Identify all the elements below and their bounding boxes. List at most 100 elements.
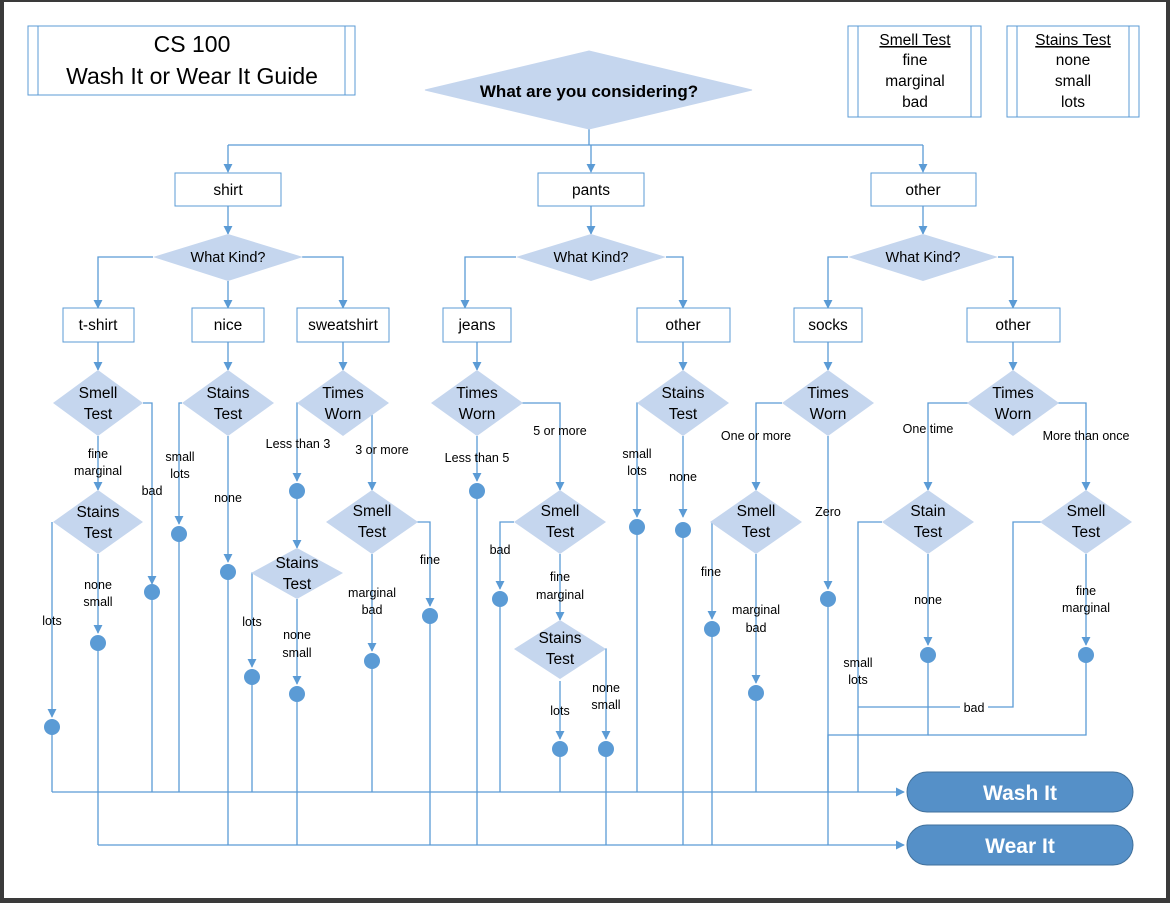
edge-label: lots	[627, 464, 646, 478]
edge-label: fine	[88, 447, 108, 461]
edge-label: none	[283, 628, 311, 642]
edge-label: bad	[362, 603, 383, 617]
edge-label: small	[165, 450, 194, 464]
svg-text:Worn: Worn	[325, 406, 362, 423]
legend-smell-item: marginal	[885, 73, 944, 90]
kind-other-other: other	[966, 307, 1061, 343]
edge-label: small	[83, 595, 112, 609]
svg-text:nice: nice	[214, 317, 242, 334]
other-other-times-worn: Times Worn	[967, 370, 1059, 436]
edge-label: marginal	[732, 603, 780, 617]
decision-dot	[1078, 647, 1094, 663]
decision-dot	[244, 669, 260, 685]
svg-text:Stain: Stain	[910, 503, 945, 520]
decision-dot	[469, 483, 485, 499]
other-stain-test: Stain Test	[882, 490, 974, 554]
kind-pants-other: other	[636, 307, 731, 343]
svg-text:shirt: shirt	[213, 182, 243, 199]
svg-text:Test: Test	[358, 524, 387, 541]
edge-label: none	[592, 681, 620, 695]
edge-label: bad	[746, 621, 767, 635]
decision-dot	[90, 635, 106, 651]
kind-nice: nice	[191, 307, 265, 343]
edge-label: marginal	[348, 586, 396, 600]
socks-smell-test: Smell Test	[710, 490, 802, 554]
legend-stains-item: small	[1055, 73, 1091, 90]
kind-t-shirt: t-shirt	[62, 307, 135, 343]
svg-text:Smell: Smell	[737, 503, 776, 520]
decision-dot	[598, 741, 614, 757]
decision-dot	[171, 526, 187, 542]
edge-label: marginal	[536, 588, 584, 602]
t-shirt-smell-test: Smell Test	[53, 370, 143, 436]
what-kind-shirt: What Kind?	[153, 234, 303, 281]
edge-label: bad	[490, 543, 511, 557]
edge-label: lots	[550, 704, 569, 718]
legend-stains-test: Stains Test none small lots	[1006, 25, 1140, 118]
decision-dot	[220, 564, 236, 580]
svg-text:Stains: Stains	[275, 555, 318, 572]
jeans-times-worn: Times Worn	[431, 370, 523, 436]
title-line-1: CS 100	[154, 31, 231, 57]
svg-text:Stains: Stains	[538, 630, 581, 647]
edge-label: none	[84, 578, 112, 592]
svg-text:Stains: Stains	[206, 385, 249, 402]
edge-label: More than once	[1043, 429, 1130, 443]
svg-text:other: other	[665, 317, 700, 334]
flowchart-page: CS 100 Wash It or Wear It Guide Smell Te…	[4, 2, 1166, 898]
decision-dot	[289, 686, 305, 702]
svg-text:Test: Test	[84, 406, 113, 423]
svg-text:other: other	[905, 182, 940, 199]
svg-text:Test: Test	[1072, 524, 1101, 541]
edge-label: fine	[701, 565, 721, 579]
svg-text:Times: Times	[807, 385, 849, 402]
svg-text:Smell: Smell	[541, 503, 580, 520]
svg-text:t-shirt: t-shirt	[79, 317, 118, 334]
kind-sweatshirt: sweatshirt	[296, 307, 390, 343]
svg-text:Times: Times	[322, 385, 364, 402]
svg-text:Stains: Stains	[76, 504, 119, 521]
question-what-considering: What are you considering?	[424, 50, 753, 130]
svg-text:What Kind?: What Kind?	[886, 250, 961, 266]
edge-label: small	[843, 656, 872, 670]
category-shirt: shirt	[174, 172, 282, 207]
svg-text:Smell: Smell	[353, 503, 392, 520]
t-shirt-stains-test: Stains Test	[53, 490, 143, 554]
edge-label: small	[282, 646, 311, 660]
svg-text:Wear It: Wear It	[985, 835, 1055, 858]
what-kind-pants: What Kind?	[516, 234, 666, 281]
decision-dot	[44, 719, 60, 735]
edge-label: bad	[142, 484, 163, 498]
svg-text:Worn: Worn	[459, 406, 496, 423]
svg-text:What Kind?: What Kind?	[554, 250, 629, 266]
jeans-stains-test: Stains Test	[514, 620, 606, 679]
edge-label: lots	[42, 614, 61, 628]
edge-label: small	[622, 447, 651, 461]
socks-times-worn: Times Worn	[782, 370, 874, 436]
edge-label: lots	[242, 615, 261, 629]
edge-label: Less than 3	[266, 437, 331, 451]
edge-label: One or more	[721, 429, 791, 443]
edge-label: marginal	[1062, 601, 1110, 615]
edge-label: none	[914, 593, 942, 607]
svg-text:Times: Times	[992, 385, 1034, 402]
svg-text:sweatshirt: sweatshirt	[308, 317, 378, 334]
edge-label: fine	[1076, 584, 1096, 598]
decision-dots	[44, 483, 1094, 757]
svg-text:Test: Test	[283, 576, 312, 593]
edge-label: lots	[170, 467, 189, 481]
svg-text:socks: socks	[808, 317, 848, 334]
title-line-2: Wash It or Wear It Guide	[66, 63, 318, 89]
decision-dot	[364, 653, 380, 669]
sweatshirt-stains-test: Stains Test	[251, 548, 343, 599]
svg-text:What are you considering?: What are you considering?	[480, 82, 698, 101]
nice-stains-test: Stains Test	[182, 370, 274, 436]
flowchart-diagram: CS 100 Wash It or Wear It Guide Smell Te…	[27, 25, 1140, 866]
svg-text:Wash It: Wash It	[983, 782, 1057, 805]
edge-label: bad	[964, 701, 985, 715]
svg-text:Times: Times	[456, 385, 498, 402]
category-pants: pants	[537, 172, 645, 207]
svg-text:Stains: Stains	[661, 385, 704, 402]
edge-label: fine	[550, 570, 570, 584]
edge-label: small	[591, 698, 620, 712]
